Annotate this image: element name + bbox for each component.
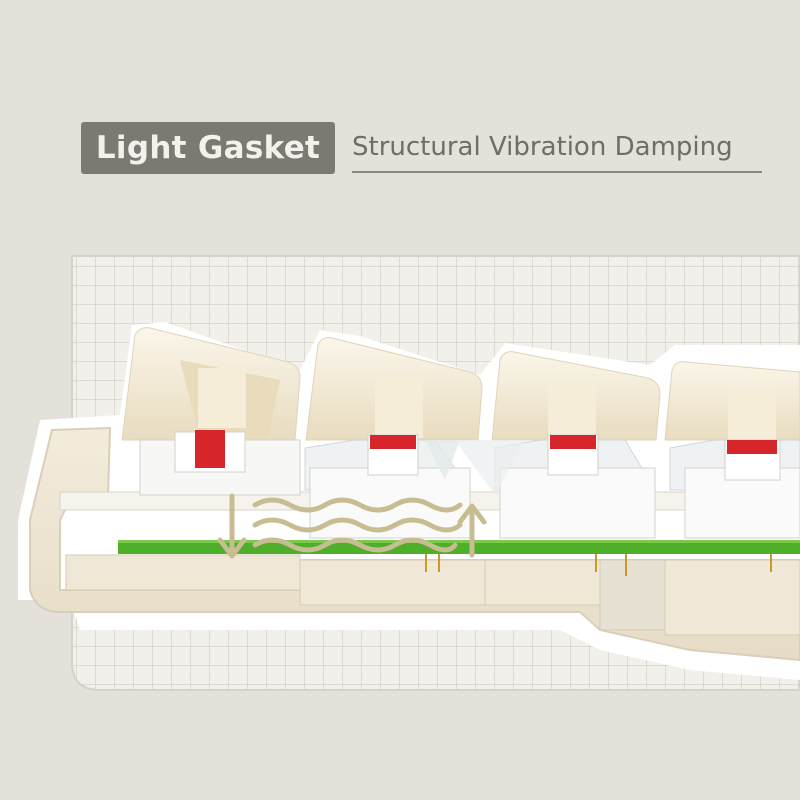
title-row: Light Gasket <box>81 122 335 174</box>
switch-3 <box>494 434 656 539</box>
wave-icon <box>252 497 463 553</box>
down-arrow-icon <box>217 493 247 559</box>
keycaps <box>121 327 800 441</box>
switch-4 <box>669 439 800 539</box>
keyboard-case <box>29 426 800 662</box>
damping-arrows <box>217 493 487 559</box>
title-badge: Light Gasket <box>81 122 335 174</box>
up-arrow-icon <box>457 503 487 558</box>
switches <box>139 430 800 539</box>
subtitle: Structural Vibration Damping <box>352 132 733 162</box>
switch-1 <box>139 430 301 496</box>
subtitle-underline <box>352 171 762 173</box>
